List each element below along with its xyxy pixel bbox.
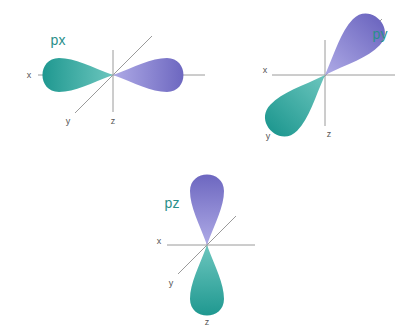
orbital-name: px: [51, 33, 66, 47]
pz-orbital: [190, 175, 224, 316]
axis-label: z: [327, 130, 332, 139]
axis-label: x: [263, 66, 268, 75]
axis-label: y: [169, 279, 174, 288]
axis-label: x: [157, 237, 162, 246]
px-orbital: [43, 58, 184, 92]
py-orbital: [258, 6, 393, 144]
axis-label: x: [27, 71, 32, 80]
axis-label: y: [66, 117, 71, 126]
orbital-name: py: [373, 27, 388, 41]
axis-label: z: [205, 318, 210, 327]
orbital-name: pz: [165, 196, 180, 210]
axis-label: y: [266, 132, 271, 141]
axis-label: z: [111, 117, 116, 126]
